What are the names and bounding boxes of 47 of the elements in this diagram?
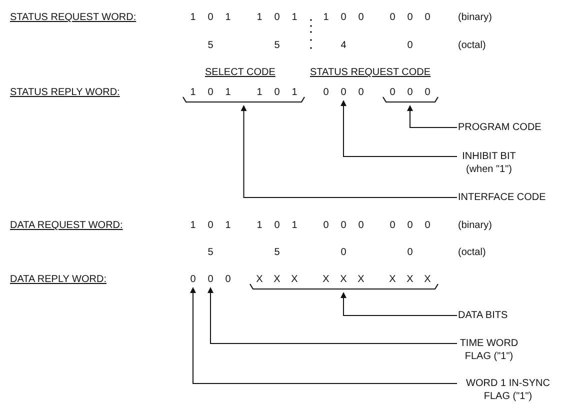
number-base-label: (binary) [458,219,492,232]
bit-values: 1 0 1 [189,219,232,233]
word-name-label: STATUS REQUEST WORD: [10,11,136,24]
word-name-label: STATUS REPLY WORD: [10,86,120,99]
bit-digit: 0 [188,273,198,287]
bit-values: 0 0 0 [388,219,432,233]
octal-digit: 4 [340,39,348,53]
number-base-label: (octal) [458,39,486,52]
callout-label: DATA BITS [458,309,508,322]
callout-label: TIME WORD FLAG ("1") [458,337,520,363]
leader-line [340,100,458,157]
field-name-label: STATUS REQUEST CODE [310,66,431,79]
leader-line [407,105,458,128]
leader-line [190,287,458,384]
bit-values: 0 0 0 [388,11,432,25]
bit-digit: 0 [338,86,348,100]
bit-digit: 0 [206,273,216,287]
field-name-label: SELECT CODE [205,66,276,79]
bit-values: 1 0 0 [322,11,365,25]
callout-label: PROGRAM CODE [458,121,542,134]
octal-digit: 5 [206,246,214,260]
octal-digit: 0 [406,39,414,53]
word-name-label: DATA REPLY WORD: [10,273,106,286]
octal-digit: 5 [273,246,281,260]
leader-line [208,287,458,344]
octal-digit: 5 [273,39,281,53]
leader-line [240,105,458,198]
octal-digit: 0 [406,246,414,260]
bit-values: 1 0 1 [256,11,298,25]
bit-values: 1 0 1 [189,11,232,25]
callout-label: INHIBIT BIT (when "1") [458,150,520,176]
word-name-label: DATA REQUEST WORD: [10,219,123,232]
bit-values: 0 [357,86,365,100]
bracketed-bit-field: 1 0 1 1 0 1 [182,86,306,105]
octal-digit: 5 [206,39,214,53]
leader-line [340,292,458,316]
number-base-label: (binary) [458,11,492,24]
callout-label: WORD 1 IN-SYNC FLAG ("1") [458,377,558,403]
bracketed-bit-field: 0 0 0 [382,86,438,105]
bracketed-bit-field: X X X X X X X X X [248,273,438,292]
bit-values: 0 [224,273,232,287]
callout-label: INTERFACE CODE [458,191,546,204]
bit-values: 0 [322,86,330,100]
bit-values: 0 0 0 [322,219,365,233]
number-base-label: (octal) [458,246,486,259]
bit-values: 1 0 1 [256,219,298,233]
octal-digit: 0 [340,246,348,260]
